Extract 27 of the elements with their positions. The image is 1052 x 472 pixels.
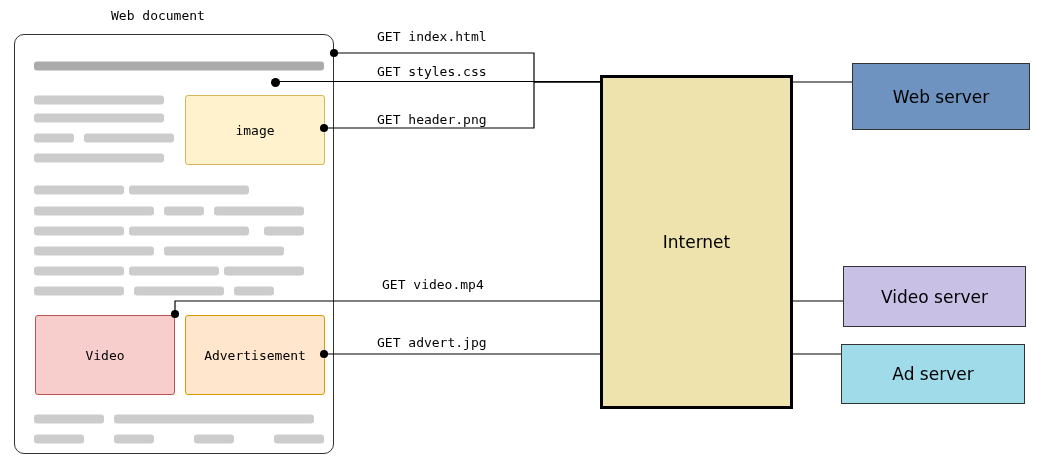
node-label: Advertisement: [204, 347, 306, 363]
content-box: [843, 266, 1026, 327]
content-box: [185, 95, 325, 165]
connector-line: [792, 353, 842, 355]
content-box: [841, 344, 1025, 404]
edge-label: GET index.html: [377, 29, 487, 44]
node-label: Video server: [881, 286, 988, 307]
connector-line: [319, 349, 601, 359]
edge-label: GET styles.css: [377, 64, 487, 79]
edge-label: GET video.mp4: [382, 277, 484, 292]
content-box: [852, 63, 1030, 130]
node-label: Ad server: [892, 364, 974, 384]
node-label: image: [235, 122, 275, 138]
connection-dot: [271, 78, 280, 87]
edge-label: GET advert.jpg: [377, 335, 487, 350]
edge-label: GET header.png: [377, 112, 487, 127]
connector-line: [792, 81, 853, 83]
network-box: [600, 75, 793, 409]
connector-line: [319, 81, 601, 133]
node-label: Web server: [892, 86, 990, 107]
node-label: Internet: [662, 232, 731, 252]
content-box: [185, 315, 325, 395]
node-label: Video: [85, 347, 125, 363]
connector-line: [170, 300, 601, 319]
document-heading: Web document: [111, 8, 205, 23]
content-box: [35, 315, 175, 395]
connector-line: [792, 300, 844, 302]
